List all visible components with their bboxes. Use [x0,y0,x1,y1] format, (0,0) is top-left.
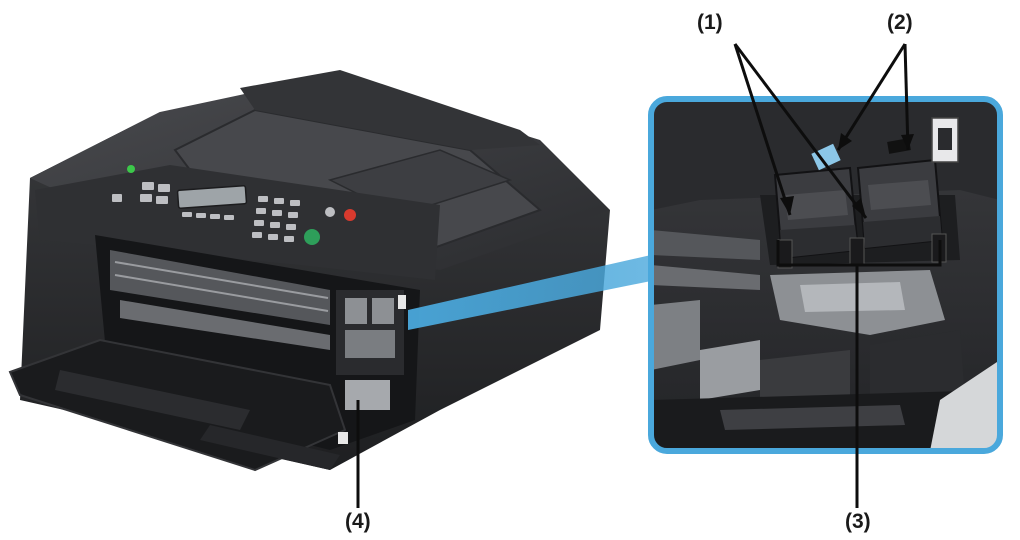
mode-buttons [112,182,170,204]
front-cover [8,338,348,472]
power-led [127,165,135,173]
callout-label-1: (1) [697,11,723,34]
zoom-beam [408,255,651,330]
start-button [304,229,320,245]
operation-panel [112,165,356,245]
leader-arrowheads [780,133,914,218]
black-button [325,207,335,217]
callout-label-4: (4) [345,510,371,533]
callout-label-2: (2) [887,11,913,34]
callout-label-3: (3) [845,510,871,533]
lcd-display [176,185,248,209]
cartridge-closeup-inset [648,96,1003,454]
navigation-buttons [182,212,234,220]
leader-lines [356,43,942,508]
stop-button [344,209,356,221]
keypad [252,196,300,242]
inset-frame [648,96,1003,454]
